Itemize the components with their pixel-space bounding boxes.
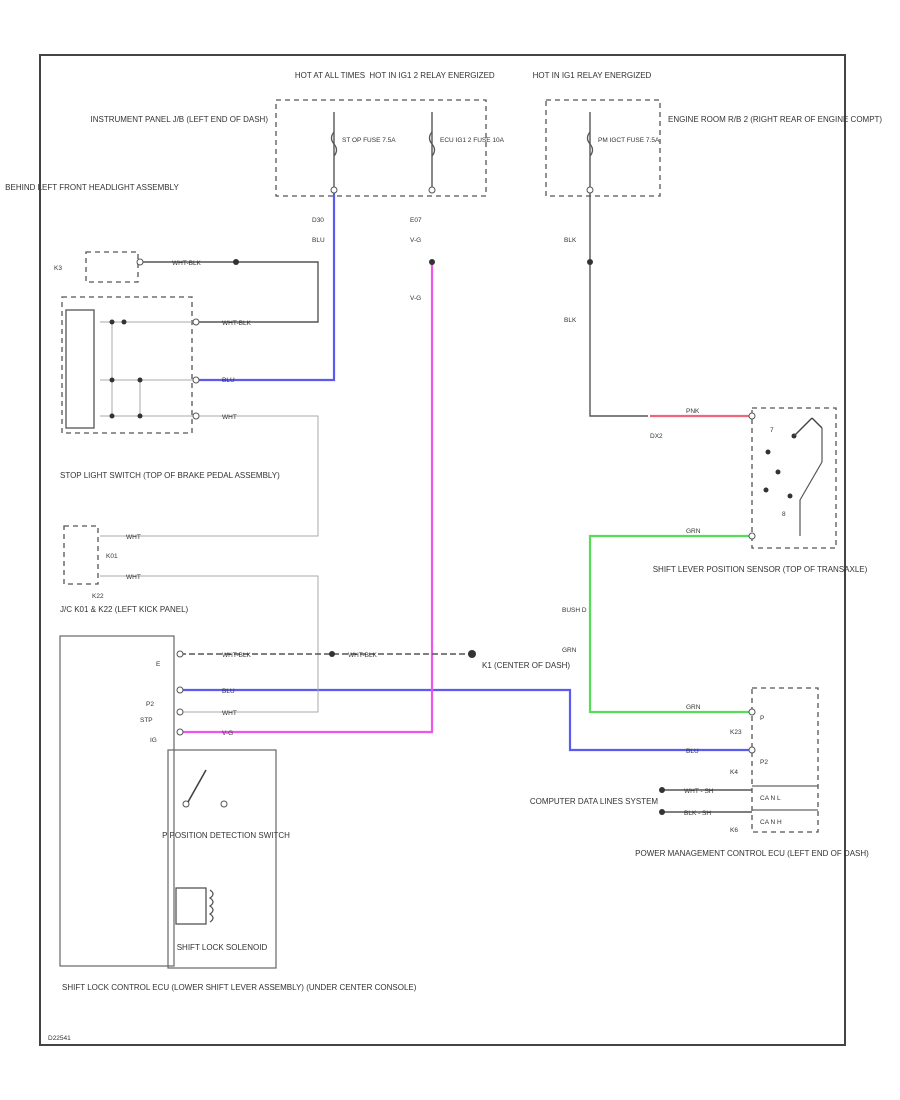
shift-lever-sensor-box (751, 407, 837, 549)
pin-p: P (760, 715, 764, 722)
wire-can-lines (662, 789, 752, 813)
pin-ig: IG (150, 737, 157, 744)
headlight-assembly-label: BEHIND LEFT FRONT HEADLIGHT ASSEMBLY (5, 183, 179, 192)
wire-blk-sensor (589, 190, 648, 417)
wire-label-wht-4: WHT (222, 710, 237, 717)
shift-lever-sensor-label: SHIFT LEVER POSITION SENSOR (TOP OF TRAN… (653, 565, 868, 574)
ecu-ig2-fuse: ECU IG1 2 FUSE 10A (428, 112, 505, 190)
wire-label-blu-top: BLU (312, 237, 325, 244)
wire-label-grn-top: GRN (686, 528, 701, 535)
p-position-switch-symbol (182, 769, 228, 808)
wire-internal-switch (100, 321, 196, 417)
ground-k1-dot (468, 650, 476, 658)
wire-blu-stop-feed (196, 190, 336, 382)
wire-label-wht-blk-3: WHT-BLK (222, 652, 252, 659)
jc-k22-label: K22 (92, 593, 104, 600)
jc-k01-label: K01 (106, 553, 118, 560)
wire-vg-ig (180, 262, 434, 734)
pin-seven: 7 (770, 427, 774, 434)
diagram-frame (39, 54, 846, 1046)
wire-label-wht-blk-4: WHT-BLK (348, 652, 378, 659)
wire-label-wht-2: WHT (126, 534, 141, 541)
power-mgmt-ecu-box (751, 687, 819, 833)
wire-label-blk-top: BLK (564, 237, 577, 244)
stop-fuse-label: ST OP FUSE 7.5A (342, 137, 396, 144)
shift-lock-ecu-inner-box (167, 749, 277, 969)
hot-ig2-relay-label: HOT IN IG1 2 RELAY ENERGIZED (369, 71, 495, 80)
wire-grn-sensor-ecu (588, 534, 752, 714)
splice-dot-vg (429, 259, 435, 265)
pin-canl: CA N L (760, 795, 781, 802)
engine-room-rb-box (545, 99, 661, 197)
connector-dx2: DX2 (650, 433, 663, 440)
instrument-panel-jb-label: INSTRUMENT PANEL J/B (LEFT END OF DASH) (90, 115, 268, 124)
pm-igct-fuse: PM IGCT FUSE 7.5A (586, 112, 660, 190)
connector-k23: K23 (730, 729, 742, 736)
wire-label-wht-3: WHT (126, 574, 141, 581)
hot-at-all-times-label: HOT AT ALL TIMES (295, 71, 365, 80)
wire-label-vg-ig: V-G (222, 730, 233, 737)
connector-k4: K4 (730, 769, 738, 776)
connector-k3: K3 (54, 265, 62, 272)
wire-label-blu-p2: BLU (222, 688, 235, 695)
wire-label-wht-1: WHT (222, 414, 237, 421)
wire-label-vg-top: V-G (410, 237, 421, 244)
pin-e: E (156, 661, 161, 668)
instrument-panel-jb-box (275, 99, 487, 197)
shift-lock-ecu-box (59, 635, 175, 967)
splice-dot-blk (587, 259, 593, 265)
wire-label-grn-mid: GRN (562, 647, 577, 654)
wire-wht-blk-headlight (140, 261, 319, 323)
engine-room-rb-label: ENGINE ROOM R/B 2 (RIGHT REAR OF ENGINE … (668, 115, 882, 124)
wire-label-blu-ecu: BLU (686, 748, 699, 755)
stop-light-switch-label: STOP LIGHT SWITCH (TOP OF BRAKE PEDAL AS… (60, 471, 280, 480)
wire-wht-switch-jc (100, 415, 319, 537)
pin-canh: CA N H (760, 819, 782, 826)
pin-p2-ecu: P2 (760, 759, 768, 766)
splice-dot-1 (233, 259, 239, 265)
shift-lever-sensor-switch (763, 417, 823, 536)
wire-label-blu-switch: BLU (222, 377, 235, 384)
pin-p2: P2 (146, 701, 154, 708)
power-mgmt-ecu-label: POWER MANAGEMENT CONTROL ECU (LEFT END O… (635, 849, 869, 858)
k1-ground-label: K1 (CENTER OF DASH) (482, 661, 570, 670)
shift-lock-ecu-label: SHIFT LOCK CONTROL ECU (LOWER SHIFT LEVE… (62, 983, 417, 992)
diagram-id: D22541 (48, 1035, 71, 1042)
wire-blu-p2 (180, 688, 752, 752)
pm-igct-fuse-label: PM IGCT FUSE 7.5A (598, 137, 660, 144)
computer-data-lines-label: COMPUTER DATA LINES SYSTEM (530, 797, 659, 806)
pin-stp: STP (140, 717, 153, 724)
wire-wht-jc-stp (100, 575, 319, 713)
stop-light-switch-body (65, 309, 95, 429)
ecu-ig2-fuse-label: ECU IG1 2 FUSE 10A (440, 137, 505, 144)
wire-label-blk-sh: BLK - SH (684, 810, 711, 817)
wire-label-wht-sh: WHT - SH (684, 788, 714, 795)
connector-k6: K6 (730, 827, 738, 834)
connector-e07: E07 (410, 217, 422, 224)
p-position-switch-label: P POSITION DETECTION SWITCH (162, 831, 290, 840)
wire-label-pnk: PNK (686, 408, 700, 415)
pin-eight: 8 (782, 511, 786, 518)
wire-label-blk-mid: BLK (564, 317, 577, 324)
stop-fuse: ST OP FUSE 7.5A (330, 112, 396, 190)
wire-label-wht-blk-2: WHT-BLK (222, 320, 252, 327)
wire-label-grn-bottom: GRN (686, 704, 701, 711)
connector-bush: BUSH D (562, 607, 587, 614)
splice-dot-2 (329, 651, 335, 657)
stop-light-switch-box (61, 296, 193, 434)
wire-label-wht-blk-1: WHT-BLK (172, 260, 202, 267)
connector-d30: D30 (312, 217, 324, 224)
jc-k01-box (63, 525, 99, 585)
headlight-ground-box (85, 251, 139, 283)
shift-lock-solenoid-label: SHIFT LOCK SOLENOID (177, 943, 268, 952)
jc-block-label: J/C K01 & K22 (LEFT KICK PANEL) (60, 605, 189, 614)
wire-label-vg-mid: V-G (410, 295, 421, 302)
hot-ig1-relay-label: HOT IN IG1 RELAY ENERGIZED (533, 71, 652, 80)
shift-lock-solenoid-symbol (175, 887, 214, 925)
